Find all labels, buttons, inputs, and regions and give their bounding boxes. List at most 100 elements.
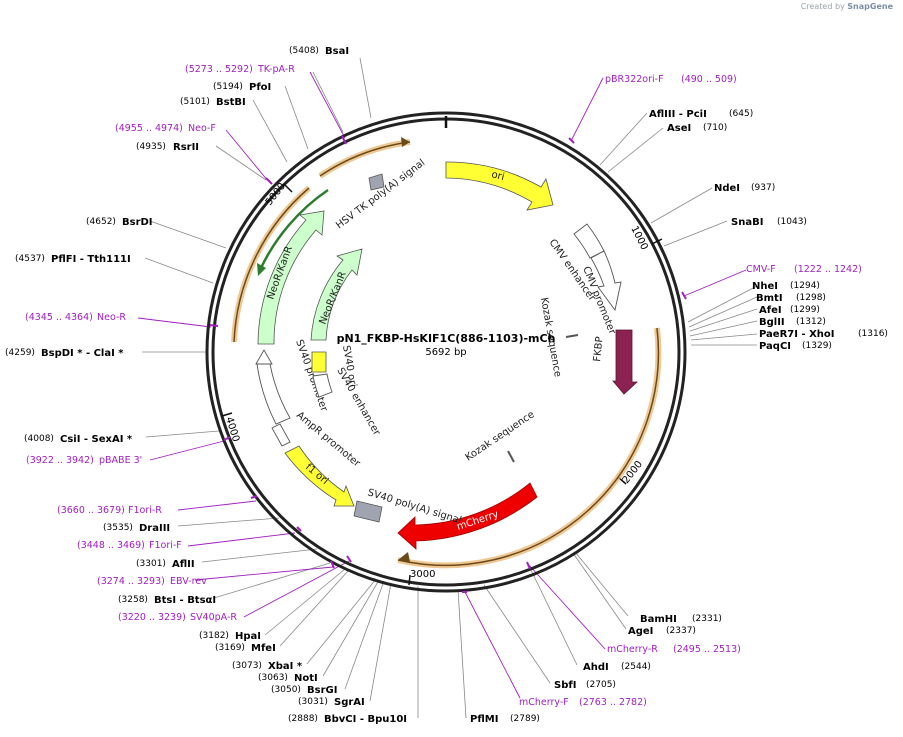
site-sbfi-pos: (2705) [586, 680, 616, 690]
site-pfoi-name[interactable]: PfoI [249, 82, 271, 93]
primer-ebvrev-name[interactable]: EBV-rev [170, 576, 207, 587]
sv40-polya-feature [353, 500, 383, 523]
site-btsi-pos: (3258) [118, 595, 148, 605]
site-ndei-name[interactable]: NdeI [714, 183, 740, 194]
sv40-enhancer-feature [312, 373, 333, 398]
primer-neor-pos: (4345 .. 4364) [25, 312, 93, 323]
site-agei-pos: (2337) [666, 626, 696, 636]
site-pflfi-name[interactable]: PflFI - Tth111I [51, 254, 131, 265]
primer-neof-pos: (4955 .. 4974) [115, 123, 183, 134]
site-clai-name[interactable]: BspDI * - ClaI * [41, 348, 124, 359]
site-aflii-name[interactable]: AflII [172, 559, 195, 570]
site-ahdi-pos: (2544) [621, 662, 651, 672]
plasmid-name: pN1_FKBP-HsKIF1C(886-1103)-mCh [337, 332, 556, 345]
site-bglii-name[interactable]: BglII [759, 317, 785, 328]
site-agei-name[interactable]: AgeI [628, 626, 653, 637]
primer-mcherryf-name[interactable]: mCherry-F [519, 697, 569, 708]
site-bstbi-name[interactable]: BstBI [216, 97, 246, 108]
site-paqci-name[interactable]: PaqCI [759, 341, 791, 352]
primer-neof-name[interactable]: Neo-F [188, 123, 216, 134]
primer-f1orif-name[interactable]: F1ori-F [149, 540, 182, 551]
primer-pbabe-name[interactable]: pBABE 3' [99, 455, 142, 466]
tick-3000: 3000 [410, 569, 435, 580]
site-aflii-pos: (3301) [136, 559, 166, 569]
orf-tracks [231, 137, 662, 569]
site-mfei-name[interactable]: MfeI [251, 643, 276, 654]
site-labels-right: PflMI (2789) SbfI (2705) AhdI (2544) Age… [470, 109, 888, 725]
snapgene-logo-text: SnapGene [847, 2, 893, 11]
primer-cmvf-name[interactable]: CMV-F [746, 264, 776, 275]
site-xhoi-name[interactable]: PaeR7I - XhoI [759, 329, 835, 340]
primer-f1orif-pos: (3448 .. 3469) [77, 540, 145, 551]
site-bsrdi-pos: (4652) [86, 217, 116, 227]
neo-kan-inner-feature [310, 248, 363, 341]
kozak-2-label: Kozak sequence [464, 409, 537, 463]
site-bsrgi-name[interactable]: BsrGI [307, 685, 337, 696]
primer-ebvrev-pos: (3274 .. 3293) [97, 576, 165, 587]
site-hpai-pos: (3182) [199, 631, 229, 641]
site-paqci-pos: (1329) [802, 341, 832, 351]
cmv-enhancer-feature [573, 223, 605, 259]
site-noti-name[interactable]: NotI [294, 673, 318, 684]
primer-tkpar-name[interactable]: TK-pA-R [257, 64, 295, 75]
site-xbai-pos: (3073) [232, 661, 262, 671]
site-afei-pos: (1299) [790, 305, 820, 315]
primer-leader-lines [137, 71, 747, 699]
ampr-promoter-feature [271, 423, 291, 447]
site-sgrai-name[interactable]: SgrAI [334, 697, 365, 708]
primer-f1orir-name[interactable]: F1ori-R [128, 505, 162, 516]
primer-cmvf-pos: (1222 .. 1242) [794, 264, 862, 275]
f1-ori-feature [284, 445, 355, 507]
site-hpai-name[interactable]: HpaI [235, 631, 261, 642]
site-bsai-name[interactable]: BsaI [325, 46, 349, 57]
created-by-text: Created by [800, 2, 845, 11]
site-ahdi-name[interactable]: AhdI [583, 662, 609, 673]
primer-mcherryf-pos: (2763 .. 2782) [579, 697, 647, 708]
fkbp-feature [612, 329, 639, 395]
site-xbai-name[interactable]: XbaI * [268, 661, 303, 672]
site-btsi-name[interactable]: BtsI - BtsαI [154, 595, 216, 606]
site-bglii-pos: (1312) [796, 317, 826, 327]
site-afliii-name[interactable]: AflIII - PciI [649, 109, 707, 120]
site-pflmi-name[interactable]: PflMI [470, 714, 498, 725]
site-labels-left: (5408) BsaI (5194) PfoI (5101) BstBI (49… [5, 46, 407, 725]
site-afliii-pos: (645) [729, 109, 753, 119]
site-clai-pos: (4259) [5, 348, 35, 358]
site-snabi-pos: (1043) [777, 217, 807, 227]
site-pflmi-pos: (2789) [510, 714, 540, 724]
site-mfei-pos: (3169) [215, 643, 245, 653]
site-draiii-name[interactable]: DraIII [139, 523, 170, 534]
primer-neor-name[interactable]: Neo-R [97, 312, 126, 323]
site-bmti-pos: (1298) [796, 293, 826, 303]
primer-mcherryr-name[interactable]: mCherry-R [607, 644, 658, 655]
primer-pbr322orif-pos: (490 .. 509) [681, 74, 737, 85]
site-sexai-name[interactable]: CsiI - SexAI * [60, 434, 133, 445]
site-snabi-name[interactable]: SnaBI [731, 217, 763, 228]
primer-f1orir-pos: (3660 .. 3679) [57, 505, 125, 516]
site-bbvci-name[interactable]: BbvCI - Bpu10I [324, 714, 407, 725]
site-bstbi-pos: (5101) [180, 97, 210, 107]
site-sgrai-pos: (3031) [298, 697, 328, 707]
primer-marks [209, 135, 687, 593]
mcherry-feature [397, 482, 538, 550]
site-ndei-pos: (937) [751, 183, 775, 193]
site-asei-name[interactable]: AseI [667, 123, 691, 134]
site-bsrdi-name[interactable]: BsrDI [122, 217, 153, 228]
site-nhei-name[interactable]: NheI [752, 281, 778, 292]
cmv-promoter-feature [590, 250, 622, 312]
site-noti-pos: (3063) [258, 673, 288, 683]
site-bmti-name[interactable]: BmtI [756, 293, 783, 304]
site-sbfi-name[interactable]: SbfI [554, 680, 576, 691]
site-bamhi-name[interactable]: BamHI [640, 614, 677, 625]
site-afei-name[interactable]: AfeI [759, 305, 782, 316]
primer-sv40par-name[interactable]: SV40pA-R [190, 612, 237, 623]
site-rsrii-name[interactable]: RsrII [173, 142, 199, 153]
ori-label: ori [490, 169, 505, 183]
site-pflfi-pos: (4537) [15, 254, 45, 264]
primer-pbr322orif-name[interactable]: pBR322ori-F [605, 74, 664, 85]
site-nhei-pos: (1294) [790, 281, 820, 291]
sv40-promoter-feature [255, 349, 291, 425]
tick-1000: 1000 [628, 224, 649, 252]
site-pfoi-pos: (5194) [213, 82, 243, 92]
